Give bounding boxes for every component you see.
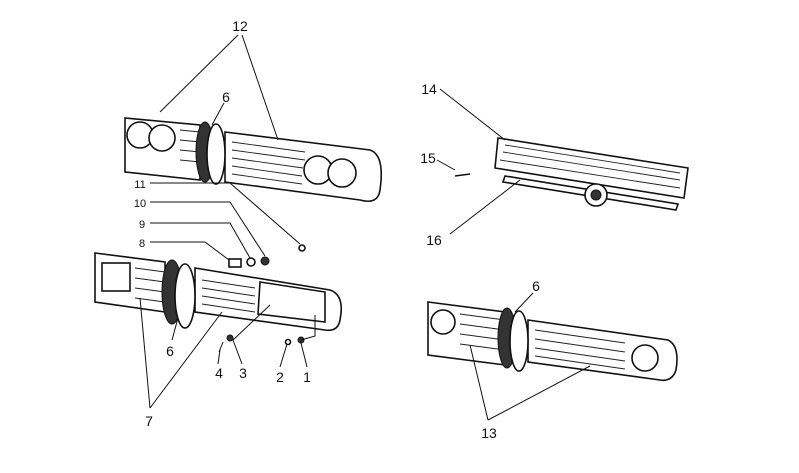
nut-3 xyxy=(226,334,234,342)
washer-9 xyxy=(246,257,256,267)
grille-assembly-7 xyxy=(94,244,343,353)
label-4: 4 xyxy=(215,365,223,381)
label-12: 12 xyxy=(232,18,248,34)
label-16: 16 xyxy=(426,232,442,248)
screw-2 xyxy=(284,338,292,346)
label-6: 6 xyxy=(166,343,174,359)
grille-assembly-13 xyxy=(427,301,678,382)
grille-14 xyxy=(454,137,689,211)
label-8: 8 xyxy=(139,238,145,250)
label-14: 14 xyxy=(421,81,437,97)
bracket-8 xyxy=(228,258,242,268)
clip-11 xyxy=(298,244,306,252)
label-11: 11 xyxy=(134,179,145,191)
label-13: 13 xyxy=(481,425,497,441)
leader-lines xyxy=(139,34,591,421)
label-10: 10 xyxy=(134,198,146,210)
label-2: 2 xyxy=(276,369,284,385)
label-9: 9 xyxy=(139,219,145,231)
label-6: 6 xyxy=(222,89,230,105)
label-1: 1 xyxy=(303,369,311,385)
callout-labels: 12 6 11 10 9 8 6 7 4 3 2 1 14 15 16 6 13 xyxy=(134,18,540,441)
nut-10 xyxy=(260,256,270,266)
label-3: 3 xyxy=(239,365,247,381)
label-6: 6 xyxy=(532,278,540,294)
screw-15 xyxy=(454,173,471,177)
label-15: 15 xyxy=(420,150,436,166)
label-7: 7 xyxy=(145,413,153,429)
grille-assembly-12 xyxy=(124,117,383,203)
